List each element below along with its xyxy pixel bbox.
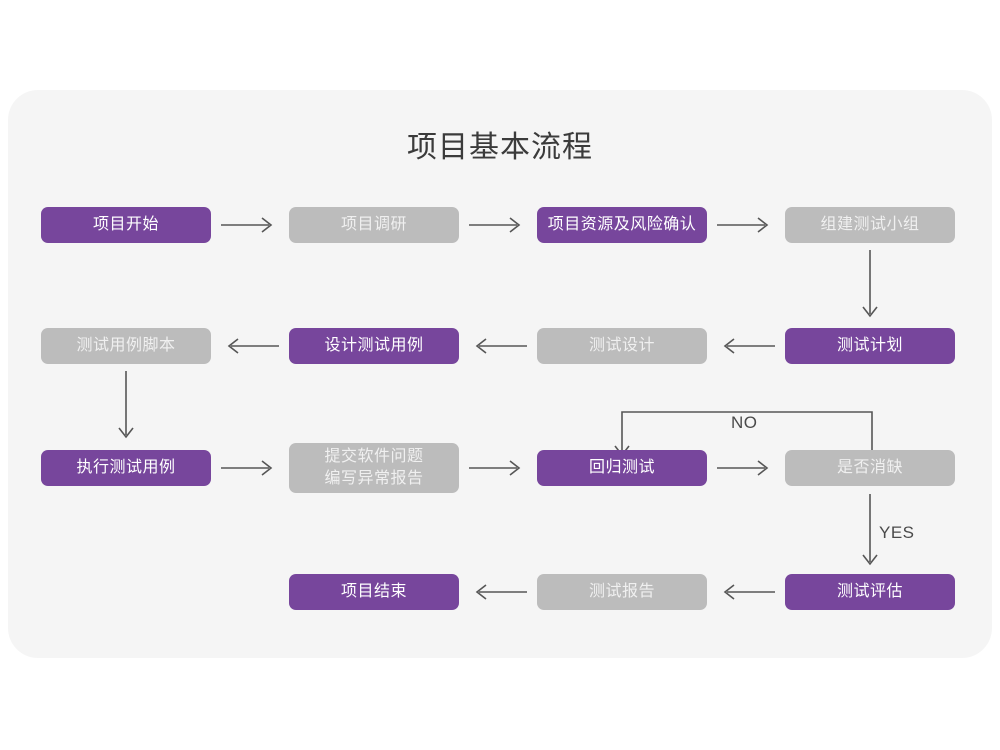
- node-regression-test[interactable]: 回归测试: [537, 450, 707, 486]
- page-title: 项目基本流程: [407, 131, 593, 164]
- edge-label-no: NO: [731, 413, 758, 432]
- arrow-left-report-to-end: [469, 582, 527, 602]
- node-execute-test-case[interactable]: 执行测试用例: [41, 450, 211, 486]
- node-project-end[interactable]: 项目结束: [289, 574, 459, 610]
- arrow-left-evaluation-to-report: [717, 582, 775, 602]
- node-test-report[interactable]: 测试报告: [537, 574, 707, 610]
- arrow-right-submit-to-regression: [469, 458, 527, 478]
- node-test-evaluation[interactable]: 测试评估: [785, 574, 955, 610]
- node-resource-risk-confirm[interactable]: 项目资源及风险确认: [537, 207, 707, 243]
- node-build-test-team[interactable]: 组建测试小组: [785, 207, 955, 243]
- node-design-test-case[interactable]: 设计测试用例: [289, 328, 459, 364]
- arrow-left-design-to-script: [221, 336, 279, 356]
- node-test-plan[interactable]: 测试计划: [785, 328, 955, 364]
- arrow-right-start-to-research: [221, 215, 279, 235]
- arrow-right-regression-to-defect-check: [717, 458, 775, 478]
- arrow-left-plan-to-testdesign: [717, 336, 775, 356]
- arrow-right-execute-to-submit: [221, 458, 279, 478]
- arrow-down-team-to-plan: [860, 250, 880, 324]
- arrow-left-testdesign-to-designcase: [469, 336, 527, 356]
- arrow-down-yes-to-evaluation: [860, 494, 880, 574]
- edge-label-yes: YES: [879, 523, 915, 542]
- node-submit-issue-report[interactable]: 提交软件问题 编写异常报告: [289, 443, 459, 493]
- arrow-down-script-to-execute: [116, 371, 136, 445]
- node-project-start[interactable]: 项目开始: [41, 207, 211, 243]
- diagram-panel: [8, 90, 992, 658]
- node-project-research[interactable]: 项目调研: [289, 207, 459, 243]
- node-defect-cleared-check[interactable]: 是否消缺: [785, 450, 955, 486]
- node-test-design[interactable]: 测试设计: [537, 328, 707, 364]
- arrow-right-resource-to-team: [717, 215, 775, 235]
- node-test-case-script[interactable]: 测试用例脚本: [41, 328, 211, 364]
- arrow-right-research-to-resource: [469, 215, 527, 235]
